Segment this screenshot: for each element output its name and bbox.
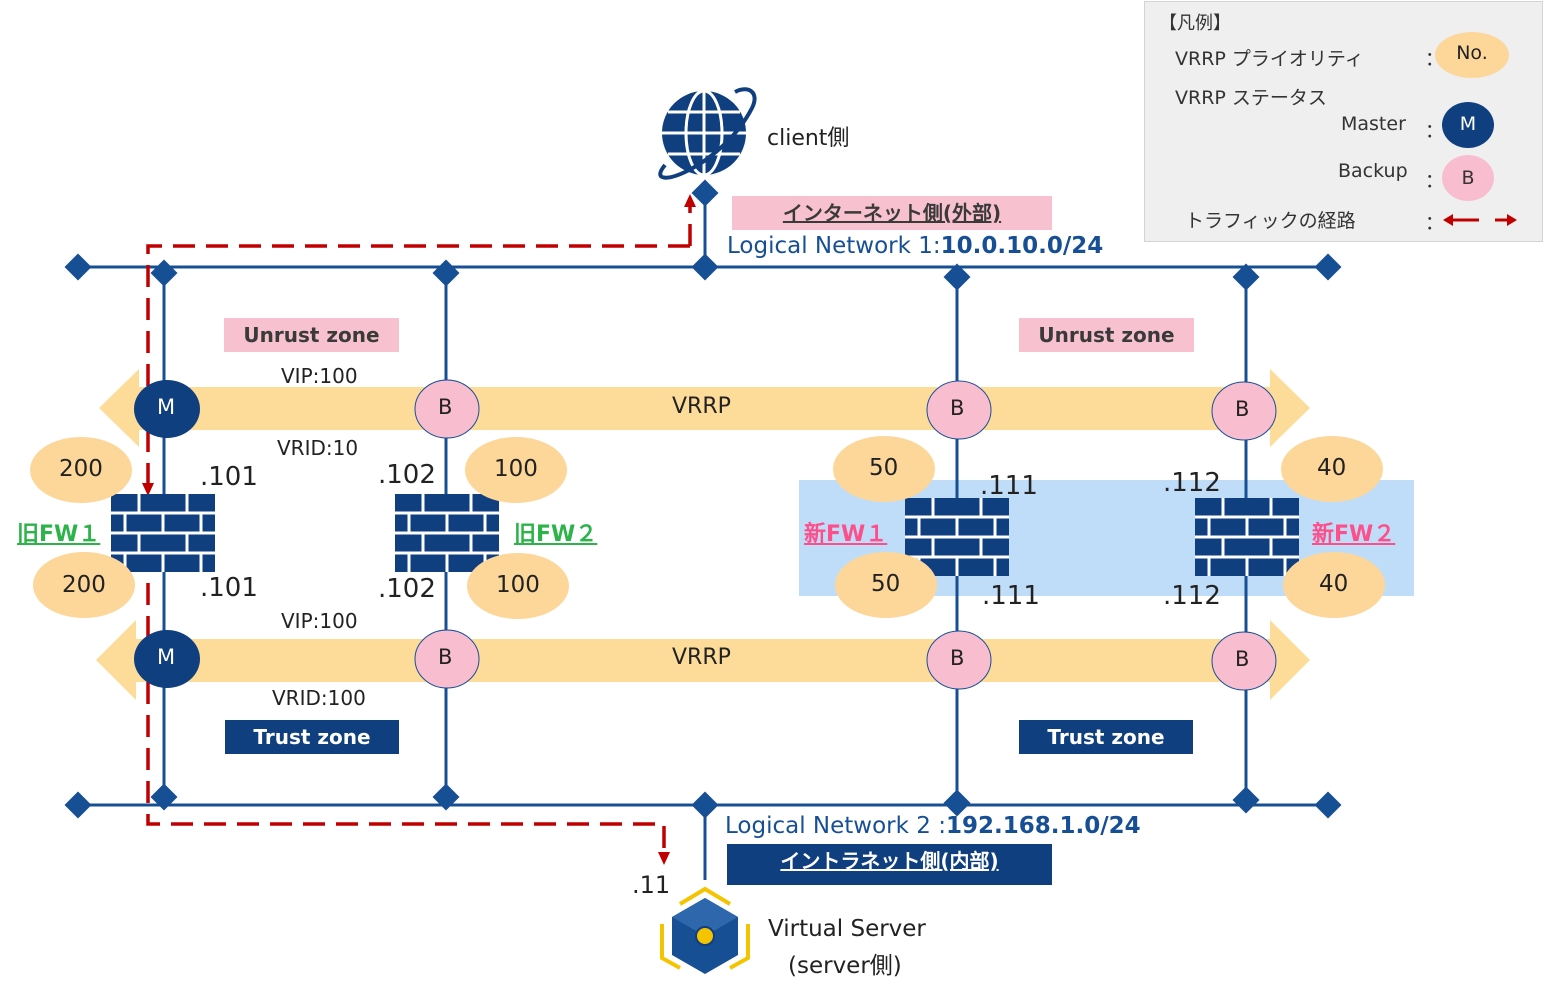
- ip-label: .101: [200, 462, 258, 492]
- legend-status-label: VRRP ステータス: [1175, 87, 1327, 109]
- vrrp-upper-label: VRRP: [672, 394, 731, 419]
- priority-badge: [467, 553, 569, 619]
- status-master-icon: [134, 630, 200, 688]
- traffic-path-upper: [146, 244, 690, 485]
- status-backup-icon: [414, 629, 480, 689]
- ip-label: .102: [378, 574, 436, 604]
- priority-value: 200: [62, 572, 106, 598]
- priority-value: 40: [1317, 455, 1347, 481]
- server-ip-label: .11: [632, 871, 671, 899]
- priority-value: 50: [871, 571, 901, 597]
- status-backup-icon: [1211, 381, 1277, 441]
- ip-label: .111: [982, 581, 1040, 611]
- priority-value: 50: [869, 455, 899, 481]
- firewall-icon-old-1: [109, 492, 217, 574]
- legend-colon: ：: [1425, 212, 1445, 234]
- network-prefix: Logical Network 2 :: [725, 813, 946, 839]
- priority-badge: [465, 437, 567, 503]
- status-backup-icon: [414, 379, 480, 439]
- priority-value: 100: [494, 456, 538, 482]
- server-label-line1: Virtual Server: [768, 916, 926, 942]
- network-cidr: 10.0.10.0/24: [940, 233, 1104, 259]
- legend-traffic-arrow-icon: [1443, 214, 1517, 226]
- trust-zone-right: Trust zone: [1019, 720, 1193, 754]
- firewall-icon-new-2: [1193, 496, 1301, 578]
- vrrp-lower-band: [96, 620, 1310, 700]
- status-backup-icon: [1211, 631, 1277, 691]
- vrrp-lower-label: VRRP: [672, 645, 731, 670]
- status-backup-text: B: [950, 646, 965, 670]
- traffic-arrowhead-server: [658, 852, 670, 865]
- fw-name-old-1: 旧FW１: [17, 522, 101, 547]
- vrrp-upper-band: [99, 369, 1310, 447]
- network-prefix: Logical Network 1:: [727, 233, 941, 259]
- priority-badge: [1281, 436, 1383, 502]
- legend-master-icon: M: [1442, 102, 1494, 148]
- internal-tag: イントラネット側(内部): [727, 844, 1052, 885]
- priority-value: 40: [1319, 571, 1349, 597]
- legend-colon: ：: [1425, 170, 1445, 192]
- untrust-zone-right: Unrust zone: [1019, 318, 1194, 352]
- fw-name-old-2: 旧FW２: [514, 522, 598, 547]
- status-backup-text: B: [950, 396, 965, 420]
- server-label-line2: (server側): [788, 953, 902, 979]
- vrrp-lower-vip: VIP:100: [281, 609, 358, 633]
- legend-backup-label: Backup: [1338, 160, 1408, 182]
- legend-panel: 【凡例】 VRRP プライオリティ ： No. VRRP ステータス Maste…: [1144, 1, 1543, 242]
- priority-value: 200: [59, 456, 103, 482]
- vrrp-upper-vrid: VRID:10: [277, 436, 359, 460]
- status-master-icon: [134, 380, 200, 438]
- priority-badge: [1283, 552, 1385, 618]
- status-backup-text: B: [438, 395, 453, 419]
- legend-priority-label: VRRP プライオリティ: [1175, 48, 1364, 70]
- ip-label: .101: [200, 573, 258, 603]
- status-backup-icon: [926, 380, 992, 440]
- priority-badge: [30, 437, 132, 503]
- ip-label: .111: [980, 471, 1038, 501]
- untrust-zone-left: Unrust zone: [224, 318, 399, 352]
- network-cidr: 192.168.1.0/24: [945, 813, 1141, 839]
- priority-badge: [33, 552, 135, 618]
- fw-name-new-2: 新FW２: [1312, 522, 1396, 547]
- virtual-server-icon: [660, 886, 750, 974]
- legend-title: 【凡例】: [1159, 13, 1231, 34]
- vrrp-lower-vrid: VRID:100: [272, 686, 366, 710]
- priority-badge: [833, 436, 935, 502]
- ip-label: .112: [1163, 581, 1221, 611]
- legend-backup-icon: B: [1442, 155, 1494, 201]
- firewall-icon-old-2: [393, 492, 501, 574]
- status-backup-text: B: [438, 645, 453, 669]
- legend-priority-sample: No.: [1435, 32, 1509, 78]
- ip-label: .112: [1163, 468, 1221, 498]
- ip-label: .102: [378, 460, 436, 490]
- globe-icon: [658, 87, 757, 180]
- vrrp-upper-vip: VIP:100: [281, 364, 358, 388]
- trust-zone-left: Trust zone: [225, 720, 399, 754]
- status-backup-text: B: [1235, 647, 1250, 671]
- logical-network-2-label: Logical Network 2 :192.168.1.0/24: [725, 813, 1141, 839]
- traffic-path-lower: [146, 583, 666, 855]
- fw-name-new-1: 新FW１: [804, 522, 888, 547]
- status-master-text: M: [157, 645, 176, 669]
- legend-traffic-label: トラフィックの経路: [1185, 210, 1356, 232]
- status-backup-icon: [926, 630, 992, 690]
- priority-badge: [835, 552, 937, 618]
- priority-value: 100: [496, 572, 540, 598]
- legend-colon: ：: [1425, 120, 1445, 142]
- traffic-arrowhead-fw: [142, 483, 154, 496]
- status-backup-text: B: [1235, 397, 1250, 421]
- status-master-text: M: [157, 395, 176, 419]
- external-tag: インターネット側(外部): [732, 196, 1052, 230]
- legend-master-label: Master: [1341, 113, 1406, 135]
- traffic-arrowhead-client: [684, 194, 696, 207]
- logical-network-1-label: Logical Network 1:10.0.10.0/24: [727, 233, 1103, 259]
- client-label: client側: [767, 126, 850, 151]
